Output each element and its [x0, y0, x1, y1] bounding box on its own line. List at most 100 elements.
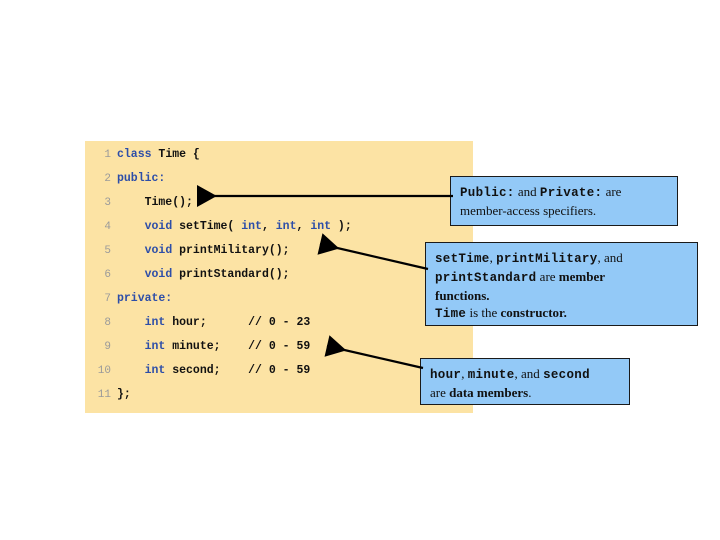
code-token: int: [310, 220, 332, 233]
code-text-5: void printMilitary();: [117, 241, 290, 261]
code-token: // 0 - 23: [248, 316, 311, 329]
code-token: [117, 268, 145, 281]
line-number-4: 4: [104, 221, 111, 233]
code-line-5: 5 void printMilitary();: [85, 241, 473, 261]
funcs-line4-isthe: is the: [466, 305, 501, 320]
callout-access-line-2: member-access specifiers.: [460, 202, 669, 219]
code-line-9: 9 int minute; // 0 - 59: [85, 337, 473, 357]
line-number-11: 11: [97, 389, 111, 401]
line-number-6: 6: [104, 269, 111, 281]
code-text-4: void setTime( int, int, int );: [117, 217, 352, 237]
code-line-3: 3 Time();: [85, 193, 473, 213]
code-token: int: [275, 220, 297, 233]
callout-funcs-line-1: setTime, printMilitary, and: [435, 249, 689, 268]
data-line1-and: , and: [514, 366, 544, 381]
code-line-2: 2 public:: [85, 169, 473, 189]
line-number-2: 2: [104, 173, 111, 185]
code-token: void: [144, 244, 180, 257]
code-line-6: 6 void printStandard();: [85, 265, 473, 285]
code-token: };: [117, 388, 131, 401]
funcs-line1-tail: , and: [597, 250, 623, 265]
data-line2-datamembers: data members: [449, 385, 529, 400]
code-token: [117, 364, 145, 377]
code-token: [117, 220, 145, 233]
callout-funcs-line-3: functions.: [435, 287, 689, 304]
callout-data-line-2: are data members.: [430, 384, 621, 401]
code-text-9: int minute; // 0 - 59: [117, 337, 311, 357]
code-text-2: public:: [117, 169, 165, 189]
access-line1-conjunction: and: [514, 184, 540, 199]
code-token: setTime(: [179, 220, 242, 233]
identifier-printstandard: printStandard: [435, 271, 537, 285]
code-token: void: [144, 268, 180, 281]
code-panel: 1 class Time { 2 public: 3 Time(); 4 void set…: [85, 141, 473, 413]
data-line1-comma: ,: [461, 366, 468, 381]
callout-access-line-1: Public: and Private: are: [460, 183, 669, 202]
code-token: public:: [117, 172, 166, 185]
code-text-3: Time();: [117, 193, 193, 213]
code-token: ,: [261, 220, 276, 233]
code-text-7: private:: [117, 289, 172, 309]
code-line-4: 4 void setTime( int, int, int );: [85, 217, 473, 237]
keyword-public: Public:: [460, 186, 515, 200]
code-token: void: [144, 220, 180, 233]
code-token: ,: [296, 220, 311, 233]
line-number-8: 8: [104, 317, 111, 329]
code-token: // 0 - 59: [248, 364, 311, 377]
code-token: int: [241, 220, 262, 233]
code-token: printMilitary();: [179, 244, 290, 257]
code-line-10: 10 int second; // 0 - 59: [85, 361, 473, 381]
code-token: minute;: [172, 340, 249, 353]
code-token: printStandard();: [179, 268, 290, 281]
line-number-1: 1: [104, 149, 111, 161]
code-token: second;: [172, 364, 249, 377]
code-token: private:: [117, 292, 173, 305]
keyword-private: Private:: [539, 186, 603, 200]
funcs-line4-constructor: constructor.: [500, 305, 567, 320]
line-number-10: 10: [97, 365, 111, 377]
access-line2-text: member-access specifiers.: [460, 203, 597, 218]
access-line1-tail: are: [602, 184, 622, 199]
callout-access-specifiers: Public: and Private: are member-access s…: [450, 176, 678, 226]
data-line2-are: are: [430, 385, 450, 400]
code-token: class: [117, 148, 159, 161]
identifier-settime: setTime: [435, 252, 490, 266]
code-token: );: [331, 220, 352, 233]
line-number-9: 9: [104, 341, 111, 353]
code-text-6: void printStandard();: [117, 265, 290, 285]
funcs-line2-are: are: [536, 269, 559, 284]
code-token: [117, 316, 145, 329]
identifier-time: Time: [435, 307, 467, 321]
code-text-10: int second; // 0 - 59: [117, 361, 311, 381]
code-text-11: };: [117, 385, 131, 405]
callout-data-line-1: hour, minute, and second: [430, 365, 621, 384]
funcs-line2-member: member: [558, 269, 605, 284]
funcs-line1-comma: ,: [489, 250, 497, 265]
code-token: hour;: [172, 316, 249, 329]
callout-member-functions: setTime, printMilitary, and printStandar…: [425, 242, 698, 326]
data-line2-period: .: [528, 385, 532, 400]
code-token: int: [144, 340, 173, 353]
code-token: int: [144, 316, 173, 329]
code-line-7: 7 private:: [85, 289, 473, 309]
code-text-1: class Time {: [117, 145, 200, 165]
callout-data-members: hour, minute, and second are data member…: [420, 358, 630, 405]
line-number-5: 5: [104, 245, 111, 257]
identifier-minute: minute: [467, 368, 515, 382]
line-number-7: 7: [104, 293, 111, 305]
code-token: [117, 244, 145, 257]
code-token: [117, 340, 145, 353]
code-token: int: [144, 364, 173, 377]
code-line-11: 11};: [85, 385, 473, 405]
code-text-8: int hour; // 0 - 23: [117, 313, 311, 333]
identifier-printmilitary: printMilitary: [496, 252, 598, 266]
code-token: // 0 - 59: [248, 340, 311, 353]
code-token: Time();: [117, 196, 193, 209]
identifier-hour: hour: [430, 368, 462, 382]
callout-funcs-line-4: Time is the constructor.: [435, 304, 689, 323]
identifier-second: second: [543, 368, 590, 382]
code-line-8: 8 int hour; // 0 - 23: [85, 313, 473, 333]
funcs-line3-functions: functions.: [435, 288, 490, 303]
code-line-1: 1 class Time {: [85, 145, 473, 165]
